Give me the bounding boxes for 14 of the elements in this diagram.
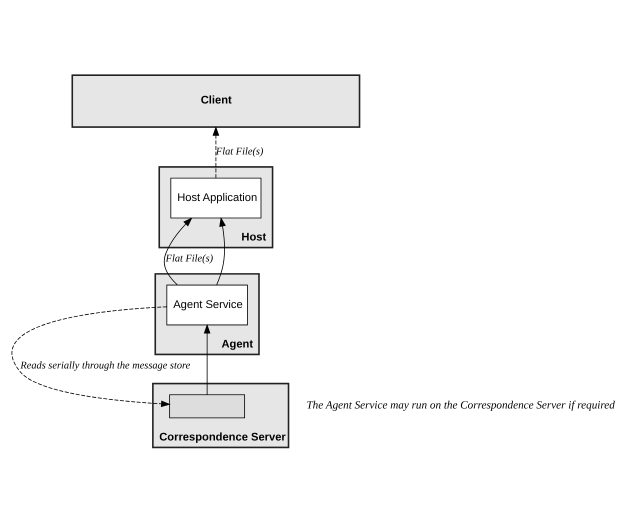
cluster: Correspondence Server — [152, 382, 290, 448]
arrow — [164, 217, 192, 286]
edge-label: Flat File(s) — [216, 146, 264, 158]
arrow — [212, 126, 220, 178]
edge-label: Flat File(s) — [166, 253, 214, 264]
node-box: Agent Service — [166, 284, 248, 326]
arrow — [204, 324, 210, 395]
node-box — [169, 394, 246, 418]
label: The Agent Service may run on the Correspondence Server if required — [306, 399, 615, 412]
arrow — [216, 216, 226, 286]
arrow — [12, 306, 171, 408]
node-box: Host Application — [170, 178, 262, 218]
edge-label: Reads serially through the message store — [20, 360, 190, 372]
node-box: Client — [71, 74, 360, 128]
